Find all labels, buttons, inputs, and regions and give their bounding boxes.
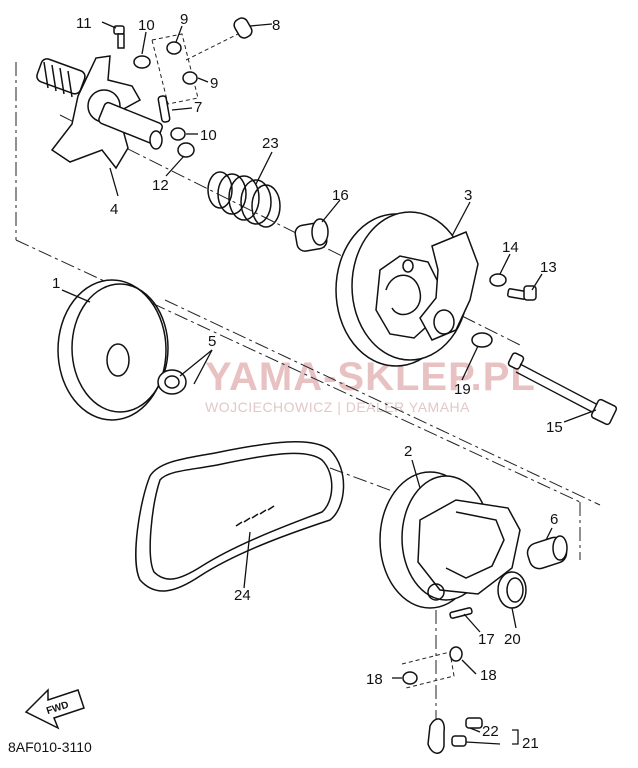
fwd-arrow-icon: FWD [24, 688, 85, 730]
callout-23: 23 [262, 135, 279, 152]
diagram-code: 8AF010-3110 [8, 739, 92, 755]
part-9-nut-lower [182, 71, 198, 85]
part-22-roller-b [451, 735, 467, 747]
callout-24: 24 [234, 587, 251, 604]
callout-18-right: 18 [480, 667, 497, 684]
callout-18-left: 18 [366, 671, 383, 688]
watermark-brand: YAMA-SKLEP.PL [205, 355, 536, 399]
assembly-frame-lines [15, 32, 601, 720]
part-15-long-bolt [507, 352, 618, 426]
callout-3: 3 [464, 187, 472, 204]
small-parts-6-22 [402, 535, 568, 754]
callout-10-lower: 10 [200, 127, 217, 144]
part-23-spring [207, 171, 281, 228]
callout-19: 19 [454, 381, 471, 398]
watermark-dealer: WOJCIECHOWICZ | DEALER YAMAHA [205, 399, 470, 415]
part-20-seal [497, 571, 527, 609]
callout-14: 14 [502, 239, 519, 256]
hardware-7-12 [113, 17, 253, 158]
part-2-secondary-sheave [379, 471, 521, 609]
callout-13: 13 [540, 259, 557, 276]
part-17-key [449, 607, 473, 619]
callout-21: 21 [522, 735, 539, 752]
callout-11: 11 [76, 15, 92, 32]
part-5-collar [157, 369, 187, 395]
part-18-washer-right [449, 646, 463, 662]
part-22-roller-a [465, 717, 483, 729]
part-6-bushing [526, 535, 568, 570]
part-1-sheave [57, 279, 169, 421]
callout-16: 16 [332, 187, 349, 204]
part-13-bolt [507, 285, 537, 301]
part-9-nut-upper [166, 41, 182, 55]
callout-4: 4 [110, 201, 118, 218]
callout-10-upper: 10 [138, 17, 155, 34]
part-12-nut [177, 142, 195, 158]
part-10-collar-lower [170, 127, 186, 141]
callout-1: 1 [52, 275, 60, 292]
part-3-sliding-sheave [335, 211, 479, 367]
watermark: YAMA-SKLEP.PL WOJCIECHOWICZ | DEALER YAM… [83, 331, 536, 415]
part-4-fixed-sheave [36, 55, 163, 170]
part-10-collar-upper [133, 55, 151, 69]
callout-5: 5 [208, 333, 216, 350]
callout-17: 17 [478, 631, 495, 648]
callout-20: 20 [504, 631, 521, 648]
callout-8: 8 [272, 17, 280, 34]
part-24-belt [135, 441, 345, 592]
bolts-13-14-15-19 [471, 273, 618, 426]
part-7-pin [157, 95, 171, 123]
callout-9-lower: 9 [210, 75, 218, 92]
callout-labels: 11 10 9 8 9 7 10 12 4 23 16 3 14 13 1 5 … [52, 11, 563, 752]
callout-7: 7 [194, 99, 202, 116]
part-18-washer-left [402, 671, 418, 685]
callout-9-upper: 9 [180, 11, 188, 28]
part-14-washer [489, 273, 507, 287]
part-11-screw [113, 25, 125, 49]
leader-lines [61, 21, 597, 745]
callout-2: 2 [404, 443, 412, 460]
part-19-washer [471, 332, 493, 348]
callout-6: 6 [550, 511, 558, 528]
callout-12: 12 [152, 177, 169, 194]
part-16-bushing [294, 218, 329, 252]
part-21-weight [427, 718, 445, 754]
part-8-pin [233, 17, 253, 39]
callout-22: 22 [482, 723, 499, 740]
callout-15: 15 [546, 419, 563, 436]
